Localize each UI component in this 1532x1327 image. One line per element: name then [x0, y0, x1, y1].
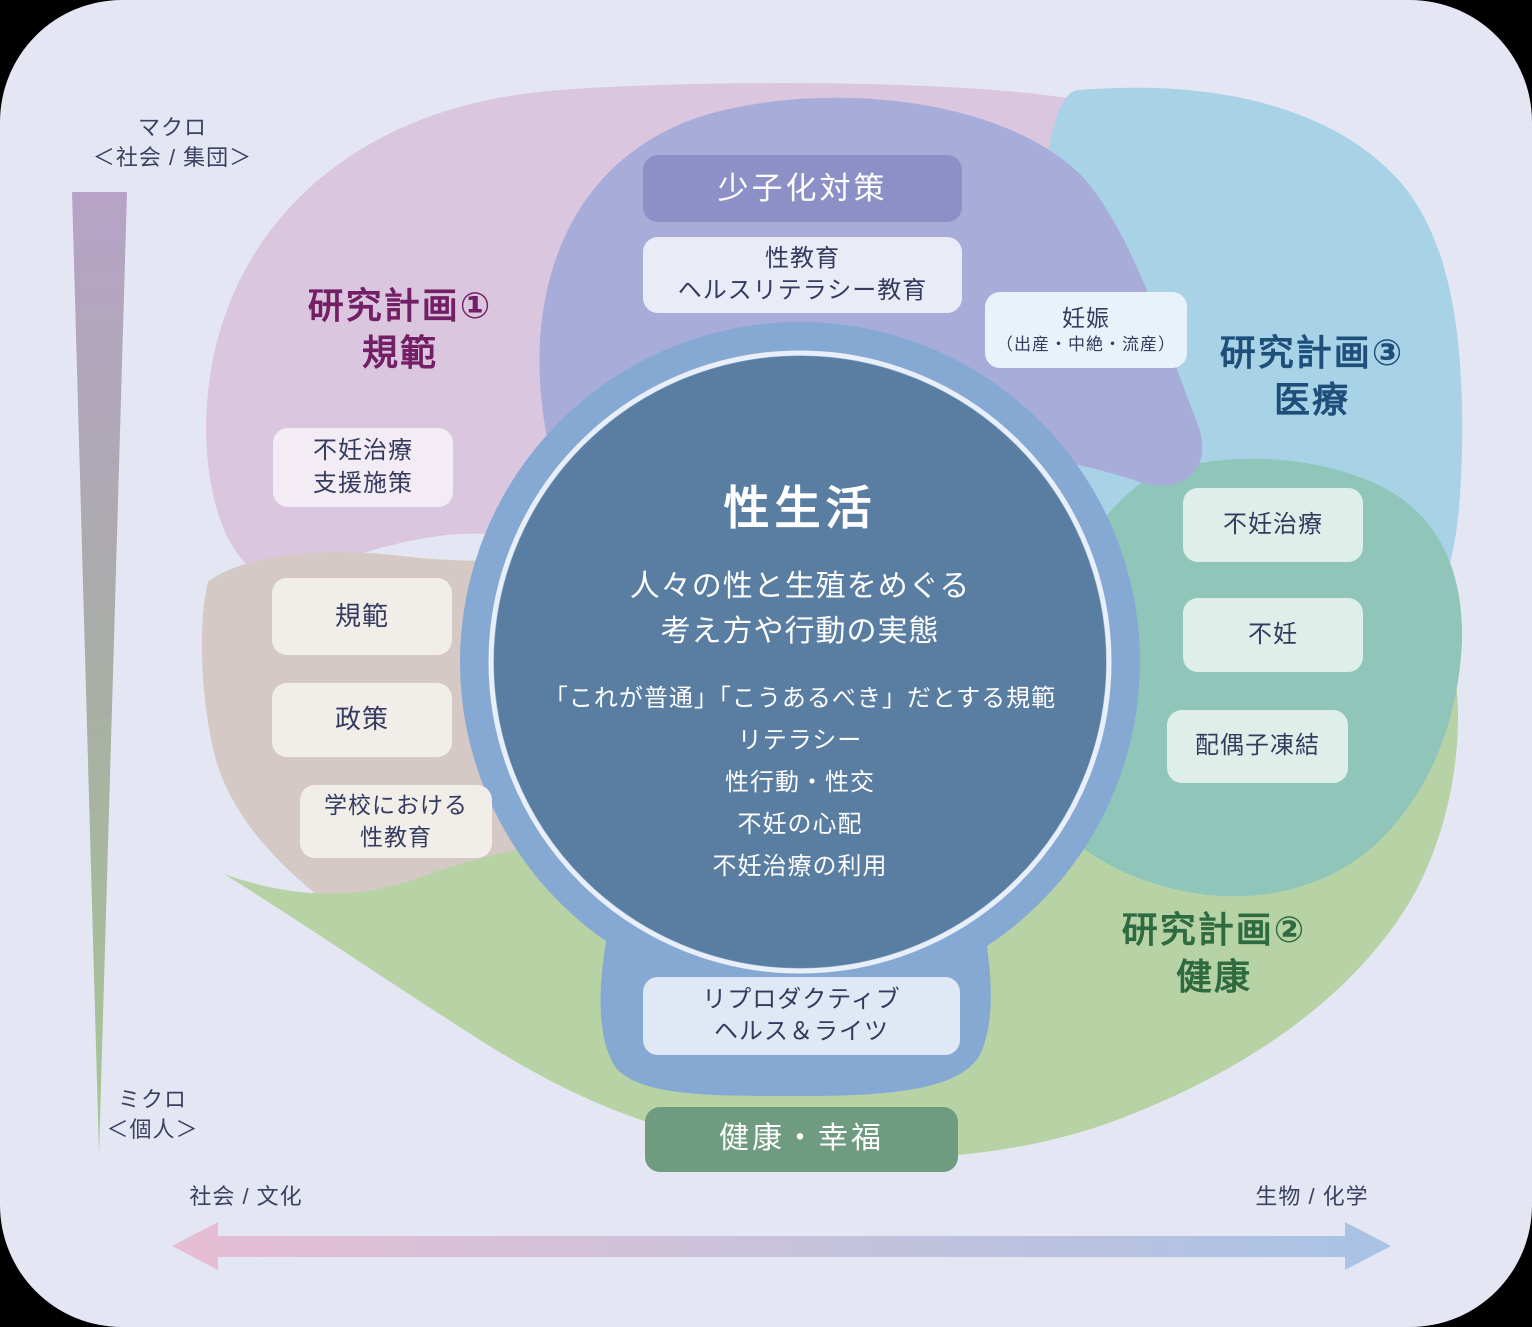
center-item: 「これが普通」「こうあるべき」だとする規範: [543, 685, 1057, 712]
horizontal-axis-arrow: [172, 1222, 1391, 1270]
box-sex-education: 性教育 ヘルスリテラシー教育: [643, 237, 962, 313]
box-school-sex-education: 学校における 性教育: [300, 785, 492, 858]
box-school-sex-ed-line1: 学校における: [324, 792, 468, 819]
center-item: 不妊治療の利用: [712, 853, 888, 880]
center-item: 性行動・性交: [725, 769, 875, 796]
box-fertility-support-line1: 不妊治療: [313, 437, 413, 465]
heading-plan3-line1: 研究計画③: [1219, 332, 1405, 373]
box-norms: 規範: [272, 578, 452, 655]
box-health-wellbeing-label: 健康・幸福: [719, 1122, 884, 1156]
axis-micro-line2: ＜個人＞: [106, 1116, 199, 1142]
axis-society-culture-label: 社会 / 文化: [189, 1184, 303, 1209]
box-declining-birthrate-policy-label: 少子化対策: [717, 170, 888, 206]
center-subtitle-line1: 人々の性と生殖をめぐる: [629, 570, 971, 603]
heading-plan1: 研究計画① 規範: [250, 283, 550, 377]
axis-micro-line1: ミクロ: [117, 1087, 187, 1112]
heading-plan3: 研究計画③ 医療: [1162, 330, 1462, 424]
box-policy: 政策: [272, 683, 452, 757]
box-repro-line1: リプロダクティブ: [702, 985, 901, 1013]
heading-plan2-line2: 健康: [1175, 955, 1252, 997]
heading-plan1-line1: 研究計画①: [307, 285, 493, 326]
box-pregnancy-line1: 妊娠: [1062, 305, 1110, 331]
box-gamete-freezing: 配偶子凍結: [1167, 710, 1348, 783]
box-fertility-support-policy: 不妊治療 支援施策: [273, 428, 453, 507]
vertical-axis-arrow: [72, 192, 127, 1154]
center-title: 性生活: [723, 482, 877, 534]
box-fertility-treatment: 不妊治療: [1183, 488, 1363, 562]
box-declining-birthrate-policy: 少子化対策: [643, 155, 962, 222]
center-subtitle: 人々の性と生殖をめぐる 考え方や行動の実態: [480, 564, 1120, 654]
box-infertility-label: 不妊: [1248, 620, 1298, 648]
axis-bio-chem-label: 生物 / 化学: [1255, 1184, 1369, 1209]
box-reproductive-health-rights: リプロダクティブ ヘルス＆ライツ: [643, 977, 960, 1055]
circle-white-ring: [488, 350, 1112, 974]
circle-inner: [494, 356, 1106, 968]
heading-plan2: 研究計画② 健康: [1064, 907, 1364, 1001]
axis-micro-label: ミクロ ＜個人＞: [60, 1085, 245, 1144]
center-item: 不妊の心配: [737, 811, 863, 838]
axis-macro-label: マクロ ＜社会 / 集団＞: [60, 113, 285, 172]
box-norms-label: 規範: [334, 600, 389, 631]
box-school-sex-ed-line2: 性教育: [360, 823, 432, 850]
box-sex-education-line2: ヘルスリテラシー教育: [677, 277, 928, 304]
box-sex-education-line1: 性教育: [765, 244, 840, 272]
center-item: リテラシー: [737, 727, 863, 754]
box-health-wellbeing: 健康・幸福: [645, 1107, 958, 1172]
center-item-list: 「これが普通」「こうあるべき」だとする規範 リテラシー 性行動・性交 不妊の心配…: [480, 678, 1120, 888]
box-fertility-treatment-label: 不妊治療: [1223, 510, 1323, 538]
center-subtitle-line2: 考え方や行動の実態: [660, 615, 940, 648]
heading-plan2-line1: 研究計画②: [1121, 909, 1307, 950]
box-gamete-freezing-label: 配偶子凍結: [1195, 732, 1320, 760]
box-repro-line2: ヘルス＆ライツ: [714, 1018, 889, 1045]
box-policy-label: 政策: [334, 704, 389, 735]
axis-macro-line2: ＜社会 / 集団＞: [92, 144, 253, 170]
axis-macro-line1: マクロ: [137, 115, 207, 140]
heading-plan3-line2: 医療: [1273, 378, 1350, 420]
box-pregnancy-line2: （出産・中絶・流産）: [996, 335, 1176, 355]
box-fertility-support-line2: 支援施策: [313, 469, 413, 497]
box-infertility: 不妊: [1183, 598, 1363, 672]
center-circle-content: 性生活 人々の性と生殖をめぐる 考え方や行動の実態 「これが普通」「こうあるべき…: [480, 472, 1120, 888]
heading-plan1-line2: 規範: [361, 331, 438, 373]
box-pregnancy: 妊娠 （出産・中絶・流産）: [985, 292, 1187, 368]
